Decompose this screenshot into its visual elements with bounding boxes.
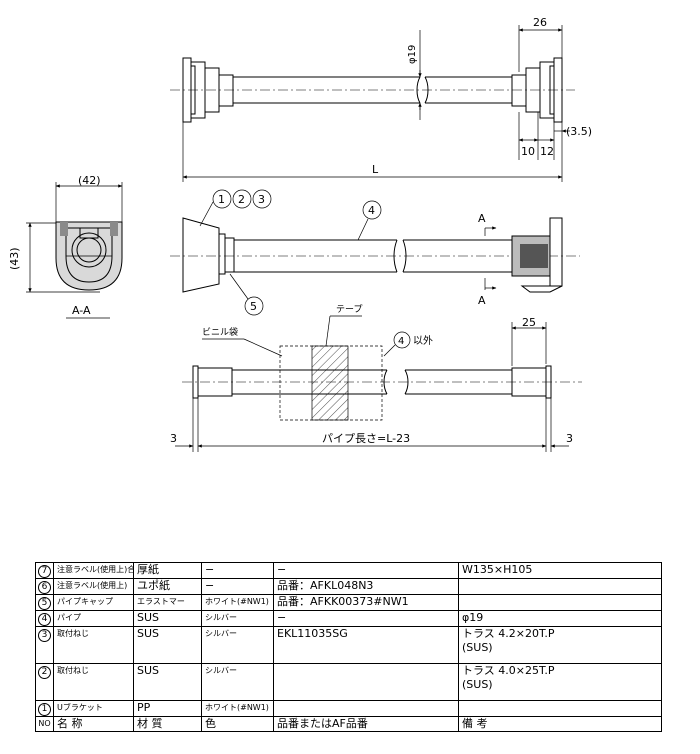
part-number: 品番：AFKK00373#NW1 [273,594,459,611]
section-label: A-A [72,304,91,317]
dim-length: L [372,163,379,176]
remarks-line-2: (SUS) [462,641,493,654]
callout-5: 5 [250,300,257,313]
dim-diameter: φ19 [407,45,418,64]
part-name: パイプ [53,610,134,627]
section-dim-width: (42) [78,174,101,187]
part-name: 注意ラベル(使用上) [53,578,134,595]
table-row: 5 パイプキャップ エラストマー ホワイト(#NW1) 品番：AFKK00373… [35,594,662,611]
part-material: SUS [133,610,202,627]
part-color: ホワイト(#NW1) [201,594,274,611]
part-color: シルバー [201,610,274,627]
part-color: シルバー [201,626,274,664]
table-row: 4 パイプ SUS シルバー − φ19 [35,610,662,627]
table-row: 2 取付ねじ SUS シルバー トラス 4.0×25T.P(SUS) [35,663,662,701]
dim-b: 12 [540,145,554,158]
row-number: 7 [38,565,51,578]
part-color: シルバー [201,663,274,701]
dim-offset: (3.5) [566,125,592,138]
front-view: A A 1 2 3 4 5 [170,189,580,316]
section-mark-top: A [478,212,486,225]
header-material: 材 質 [133,716,202,732]
row-number: 3 [38,629,51,642]
header-no: NO [35,716,54,732]
except-label: 以外 [413,335,433,347]
remarks-line-2: (SUS) [462,678,493,691]
row-number: 4 [38,613,51,626]
pipe-length-label: パイプ長さ=L-23 [322,432,410,445]
part-number: − [273,610,459,627]
dim-end: 25 [522,316,536,329]
header-name: 名 称 [53,716,134,732]
table-row: 1 Uブラケット PP ホワイト(#NW1) [35,700,662,717]
row-number: 5 [38,597,51,610]
part-color: ホワイト(#NW1) [201,700,274,717]
header-color: 色 [201,716,274,732]
callout-3: 3 [258,193,265,206]
remarks-line-1: トラス 4.2×20T.P [462,627,555,641]
part-color: − [201,562,274,579]
part-material: 厚紙 [133,562,202,579]
header-part-number: 品番またはAF品番 [273,716,459,732]
table-header-row: NO 名 称 材 質 色 品番またはAF品番 備 考 [35,716,662,732]
top-view: φ19 26 (3.5) 10 12 L [170,16,592,182]
part-remarks: トラス 4.0×25T.P(SUS) [458,663,662,701]
part-material: エラストマー [133,594,202,611]
part-remarks: φ19 [458,610,662,627]
remarks-line-1: トラス 4.0×25T.P [462,664,555,678]
part-name: 取付ねじ [53,663,134,701]
part-number [273,700,459,717]
technical-drawing: φ19 26 (3.5) 10 12 L (42) (43) [8,16,592,452]
vinyl-bag-label: ビニル袋 [202,326,238,338]
part-number: − [273,562,459,579]
callout-2: 2 [238,193,245,206]
part-material: PP [133,700,202,717]
parts-table: 7 注意ラベル(使用上)合紙 厚紙 − − W135×H105 6 注意ラベル(… [35,562,662,732]
dim-right: 3 [566,432,573,445]
section-mark-bottom: A [478,294,486,307]
tape-label: テープ [336,304,362,315]
row-number: 6 [38,581,51,594]
part-name: Uブラケット [53,700,134,717]
part-number: 品番：AFKL048N3 [273,578,459,595]
callout-1: 1 [218,193,225,206]
part-remarks: トラス 4.2×20T.P(SUS) [458,626,662,664]
part-material: SUS [133,663,202,701]
table-row: 3 取付ねじ SUS シルバー EKL11035SG トラス 4.2×20T.P… [35,626,662,664]
part-name: 注意ラベル(使用上)合紙 [53,562,134,579]
part-material: ユポ紙 [133,578,202,595]
header-remarks: 備 考 [458,716,662,732]
row-number: 1 [38,703,51,716]
table-row: 7 注意ラベル(使用上)合紙 厚紙 − − W135×H105 [35,562,662,579]
part-name: 取付ねじ [53,626,134,664]
part-name: パイプキャップ [53,594,134,611]
callout-4: 4 [368,204,375,217]
part-material: SUS [133,626,202,664]
section-a-a: (42) (43) A-A [8,174,123,319]
part-remarks [458,578,662,595]
dim-left: 3 [170,432,177,445]
part-remarks: W135×H105 [458,562,662,579]
dim-width: 26 [533,16,547,29]
part-remarks [458,594,662,611]
part-number: EKL11035SG [273,626,459,664]
part-remarks [458,700,662,717]
part-color: − [201,578,274,595]
packed-view: テープ ビニル袋 4 以外 25 3 3 パイプ長さ=L-23 [170,304,582,452]
section-dim-height: (43) [8,247,21,270]
except-number: 4 [398,336,404,347]
dim-a: 10 [521,145,535,158]
table-row: 6 注意ラベル(使用上) ユポ紙 − 品番：AFKL048N3 [35,578,662,595]
row-number: 2 [38,666,51,679]
part-number [273,663,459,701]
